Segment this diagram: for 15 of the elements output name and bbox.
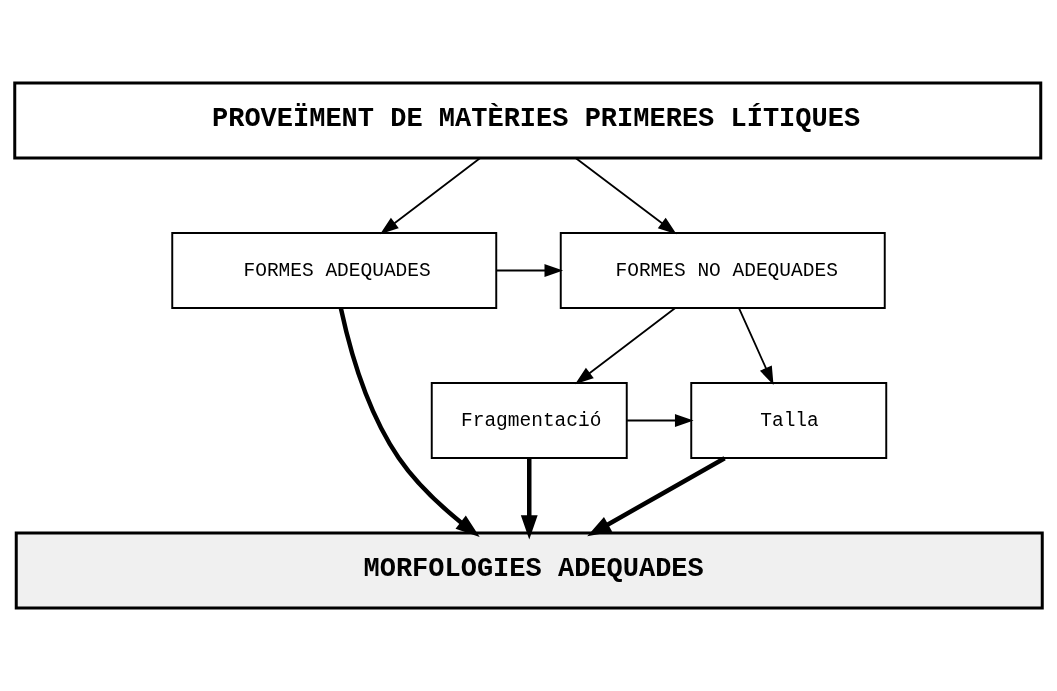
node-box: Fragmentació (430, 382, 628, 459)
node-box: Talla (690, 382, 888, 459)
arrow (626, 414, 694, 427)
node-box: FORMES NO ADEQUADES (559, 232, 886, 309)
arrow (738, 307, 774, 386)
arrow (520, 458, 538, 540)
arrow (495, 264, 564, 277)
arrow (575, 157, 677, 235)
arrow (575, 307, 676, 385)
node-box: PROVEÏMENT DE MATÈRIES PRIMERES LÍTIQUES (13, 81, 1043, 160)
arrow (380, 157, 481, 235)
node-box: FORMES ADEQUADES (171, 232, 498, 309)
arrow (587, 456, 726, 537)
arrow (338, 307, 480, 537)
node-box: MORFOLOGIES ADEQUADES (14, 531, 1044, 610)
